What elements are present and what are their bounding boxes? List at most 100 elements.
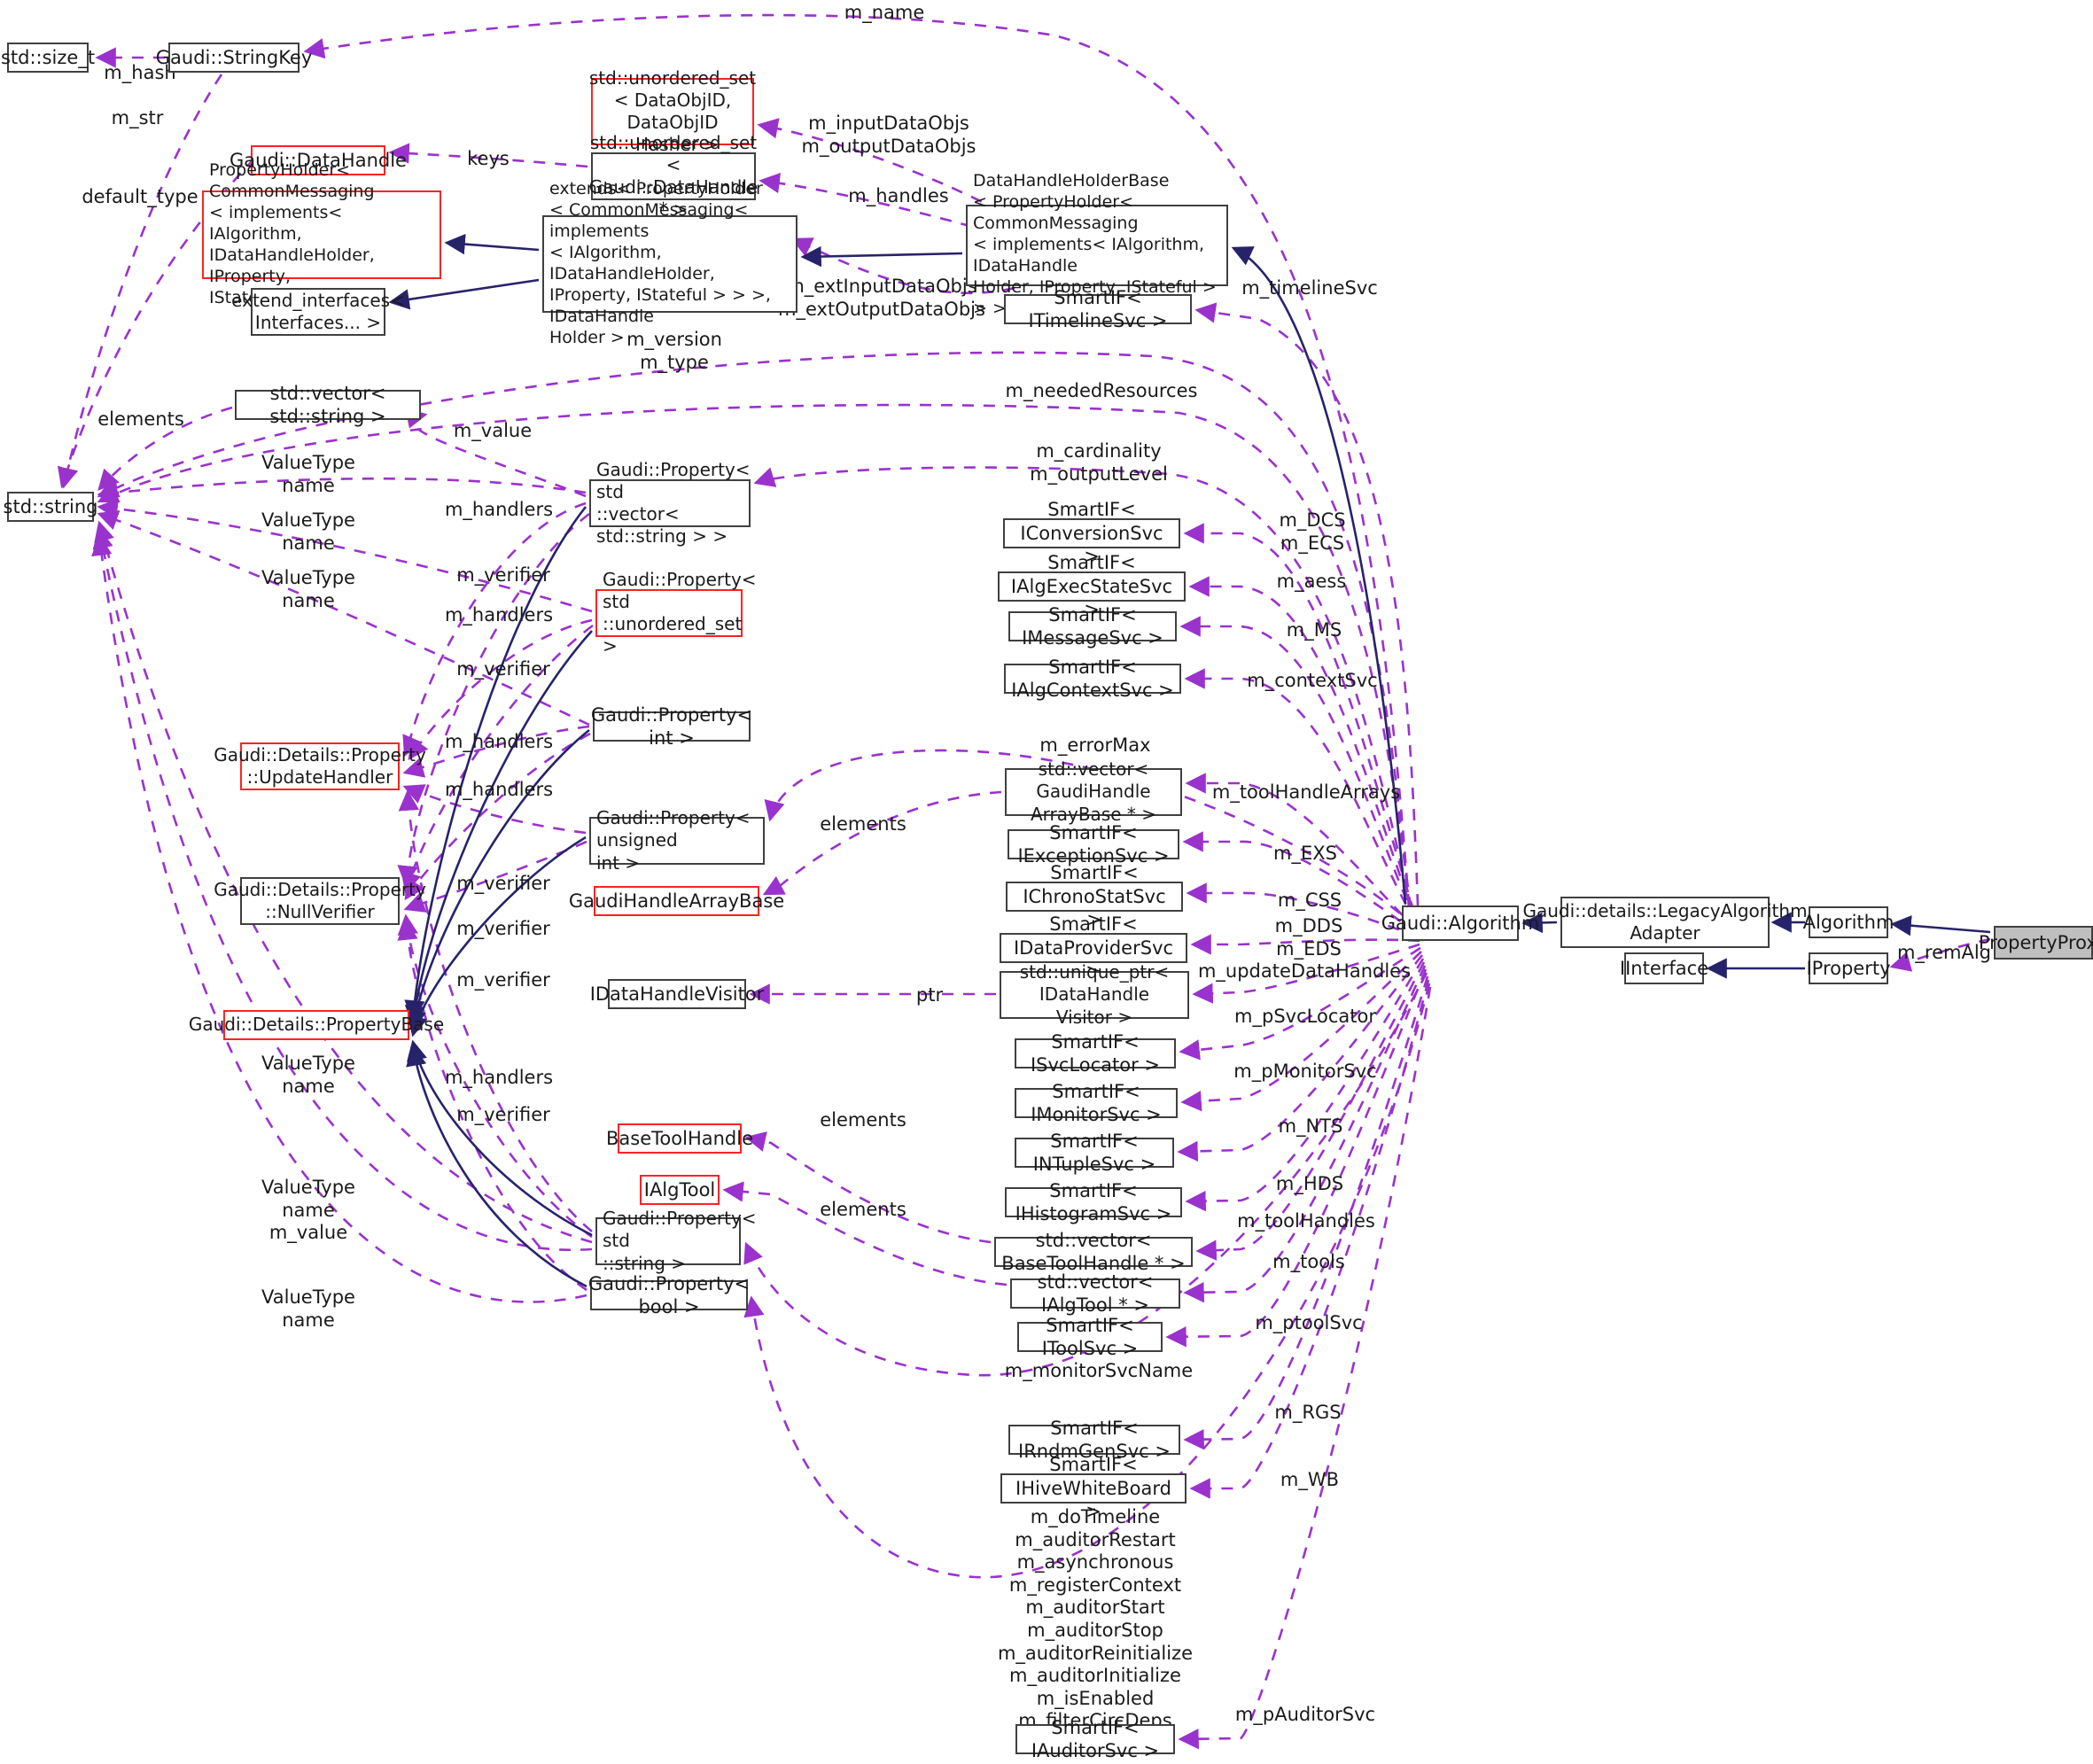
edge-label-default-type: default_type [82, 186, 198, 207]
edge-label-m-psvclocator: m_pSvcLocator [1234, 1006, 1376, 1027]
node-property-updatehandler[interactable]: Gaudi::Details::Property ::UpdateHandler [214, 742, 426, 790]
node-property-string[interactable]: Gaudi::Property< std ::string > [595, 1208, 757, 1274]
edge-label-m-handlers-4: m_handlers [444, 779, 554, 800]
node-iproperty[interactable]: IProperty [1806, 952, 1891, 984]
edge-label-m-pauditorsvc: m_pAuditorSvc [1234, 1704, 1376, 1725]
edge-label-m-dds-m-eds: m_DDS m_EDS [1274, 915, 1343, 960]
node-smartif-itimelinesvc[interactable]: SmartIF< ITimelineSvc > [1004, 287, 1192, 331]
edge-label-m-dcs-m-ecs: m_DCS m_ECS [1279, 509, 1346, 554]
edge-label-m-wb: m_WB [1280, 1469, 1340, 1490]
edge-label-m-timelinesvc: m_timelineSvc [1241, 277, 1378, 299]
edge-label-ext-input-output-dataobjs: m_extInputDataObjs m_extOutputDataObjs [778, 276, 985, 320]
edge-label-m-verifier-2: m_verifier [456, 658, 550, 680]
edge-label-valuetype-name-2: ValueType name [261, 509, 355, 554]
edge-label-m-css: m_CSS [1277, 890, 1342, 911]
node-unique-ptr-idatahandlevisitor[interactable]: std::unique_ptr< IDataHandle Visitor > [1000, 961, 1189, 1028]
node-idatahandlevisitor[interactable]: IDataHandleVisitor [590, 979, 764, 1009]
node-property-unordered-set[interactable]: Gaudi::Property< std ::unordered_set > [595, 569, 757, 657]
edge-label-valuetype-name-4: ValueType name [261, 1053, 355, 1097]
node-extend-interfaces[interactable]: extend_interfaces< Interfaces... > [231, 288, 405, 336]
edge-label-m-errormax: m_errorMax [1039, 734, 1151, 756]
edge-label-input-output-dataobjs: m_inputDataObjs m_outputDataObjs [801, 113, 976, 157]
edge-label-m-pmonitorsvc: m_pMonitorSvc [1233, 1061, 1377, 1082]
node-smartif-iexceptionsvc[interactable]: SmartIF< IExceptionSvc > [1008, 822, 1179, 866]
edge-label-valuetype-name-1: ValueType name [261, 452, 355, 496]
node-property-unsigned-int[interactable]: Gaudi::Property< unsigned int > [589, 807, 765, 874]
edge-label-m-verifier-1: m_verifier [456, 564, 550, 586]
edge-label-m-value: m_value [453, 420, 533, 441]
node-smartif-ihistogramsvc[interactable]: SmartIF< IHistogramSvc > [1005, 1180, 1182, 1224]
node-vector-ialgtool-ptr[interactable]: std::vector< IAlgTool * > [1010, 1271, 1180, 1316]
edge-label-m-handlers-2: m_handlers [444, 604, 554, 626]
edge-label-m-neededresources: m_neededResources [1005, 380, 1198, 401]
node-vector-gaudihandlearraybase[interactable]: std::vector< GaudiHandle ArrayBase * > [1005, 758, 1182, 825]
edge-label-m-toolhandlearrays: m_toolHandleArrays [1211, 781, 1401, 803]
edge-label-ptr: ptr [915, 984, 944, 1006]
node-vector-basetoolhandle-ptr[interactable]: std::vector< BaseToolHandle * > [994, 1230, 1193, 1274]
edge-label-m-contextsvc: m_contextSvc [1247, 670, 1378, 691]
edge-label-m-verifier-3: m_verifier [456, 873, 550, 894]
edge-label-m-ptoolsvc: m_ptoolSvc [1255, 1312, 1363, 1333]
edge-label-m-nts: m_NTS [1278, 1115, 1343, 1137]
node-std-string[interactable]: std::string [4, 492, 97, 522]
edge-label-m-ms: m_MS [1286, 619, 1342, 641]
edge-label-m-name: m_name [844, 2, 925, 23]
edge-label-m-verifier-4: m_verifier [456, 918, 550, 939]
edge-label-keys: keys [467, 148, 510, 169]
node-gaudi-algorithm[interactable]: Gaudi::Algorithm [1381, 905, 1539, 941]
node-smartif-iauditorsvc[interactable]: SmartIF< IAuditorSvc > [1015, 1717, 1175, 1761]
edge-label-m-monitorsvcname: m_monitorSvcName [1004, 1360, 1194, 1381]
edge-label-m-handlers-3: m_handlers [444, 731, 554, 752]
node-legacy-algorithm-adapter[interactable]: Gaudi::details::LegacyAlgorithm Adapter [1522, 897, 1808, 948]
node-smartif-irndmgensvc[interactable]: SmartIF< IRndmGenSvc > [1008, 1418, 1180, 1462]
node-propertyholder[interactable]: PropertyHolder< CommonMessaging < implem… [202, 160, 441, 307]
node-gaudihandlearraybase[interactable]: GaudiHandleArrayBase [569, 886, 784, 916]
node-smartif-idataprovidersvc[interactable]: SmartIF< IDataProviderSvc > [1000, 913, 1187, 982]
node-property-vector-string[interactable]: Gaudi::Property< std ::vector< std::stri… [589, 459, 751, 547]
edge-label-m-handles: m_handles [848, 185, 949, 206]
edge-label-valuetype-name-m-value: ValueType name m_value [261, 1177, 355, 1244]
edge-label-m-handlers-1: m_handlers [444, 499, 554, 520]
node-smartif-iconversionsvc[interactable]: SmartIF< IConversionSvc > [1003, 499, 1180, 567]
edge-label-m-exs: m_EXS [1273, 843, 1337, 864]
node-gaudi-stringkey[interactable]: Gaudi::StringKey [156, 43, 312, 73]
node-propertyproxy[interactable]: PropertyProxy [1979, 926, 2093, 960]
node-std-size-t[interactable]: std::size_t [1, 43, 95, 73]
node-algorithm[interactable]: Algorithm [1803, 906, 1894, 938]
node-datahandleholderbase[interactable]: DataHandleHolderBase < PropertyHolder< C… [966, 171, 1228, 318]
node-property-bool[interactable]: Gaudi::Property< bool > [587, 1272, 751, 1317]
node-smartif-imessagesvc[interactable]: SmartIF< IMessageSvc > [1008, 604, 1177, 649]
edge-label-m-handlers-5: m_handlers [444, 1067, 554, 1088]
edge-label-valuetype-name-5: ValueType name [261, 1286, 355, 1331]
node-property-nullverifier[interactable]: Gaudi::Details::Property ::NullVerifier [214, 877, 426, 925]
node-smartif-ialgcontextsvc[interactable]: SmartIF< IAlgContextSvc > [1004, 657, 1181, 701]
edge-label-m-verifier-6: m_verifier [456, 1104, 550, 1125]
node-smartif-imonitorsvc[interactable]: SmartIF< IMonitorSvc > [1015, 1081, 1178, 1125]
edge-label-m-verifier-5: m_verifier [456, 969, 550, 991]
node-basetoolhandle[interactable]: BaseToolHandle [606, 1123, 753, 1154]
edge-label-elements-3: elements [820, 1109, 906, 1131]
node-ialgtool[interactable]: IAlgTool [640, 1175, 720, 1205]
node-smartif-itoolsvc[interactable]: SmartIF< IToolSvc > [1017, 1315, 1163, 1359]
node-smartif-ialgexecstatesvc[interactable]: SmartIF< IAlgExecStateSvc > [998, 552, 1186, 620]
node-property-base[interactable]: Gaudi::Details::PropertyBase [189, 1010, 444, 1040]
edge-label-m-hds: m_HDS [1275, 1173, 1344, 1194]
edge-label-elements-4: elements [820, 1199, 906, 1220]
node-property-int[interactable]: Gaudi::Property< int > [590, 703, 753, 749]
node-vector-string[interactable]: std::vector< std::string > [235, 383, 421, 427]
node-smartif-isvclocator[interactable]: SmartIF< ISvcLocator > [1015, 1031, 1176, 1076]
edge-label-m-updatedatahandles: m_updateDataHandles [1197, 960, 1412, 982]
node-smartif-ihivewhiteboard[interactable]: SmartIF< IHiveWhiteBoard > [1000, 1454, 1187, 1522]
edge-label-m-remalg: m_remAlg [1896, 942, 1992, 963]
node-extends-propertyholder[interactable]: extends< PropertyHolder < CommonMessagin… [542, 179, 798, 347]
edge-label-m-rgs: m_RGS [1274, 1402, 1342, 1423]
edge-label-m-str: m_str [111, 107, 164, 128]
node-smartif-ichronostatsvc[interactable]: SmartIF< IChronoStatSvc > [1006, 862, 1183, 930]
edge-label-m-toolhandles: m_toolHandles [1237, 1210, 1375, 1232]
edge-label-elements-1: elements [97, 408, 184, 430]
edge-label-m-aess: m_aess [1276, 571, 1347, 592]
node-smartif-intuplesvc[interactable]: SmartIF< INTupleSvc > [1015, 1131, 1174, 1175]
node-iinterface[interactable]: IInterface [1620, 952, 1708, 984]
edge-label-valuetype-name-3: ValueType name [261, 567, 355, 611]
